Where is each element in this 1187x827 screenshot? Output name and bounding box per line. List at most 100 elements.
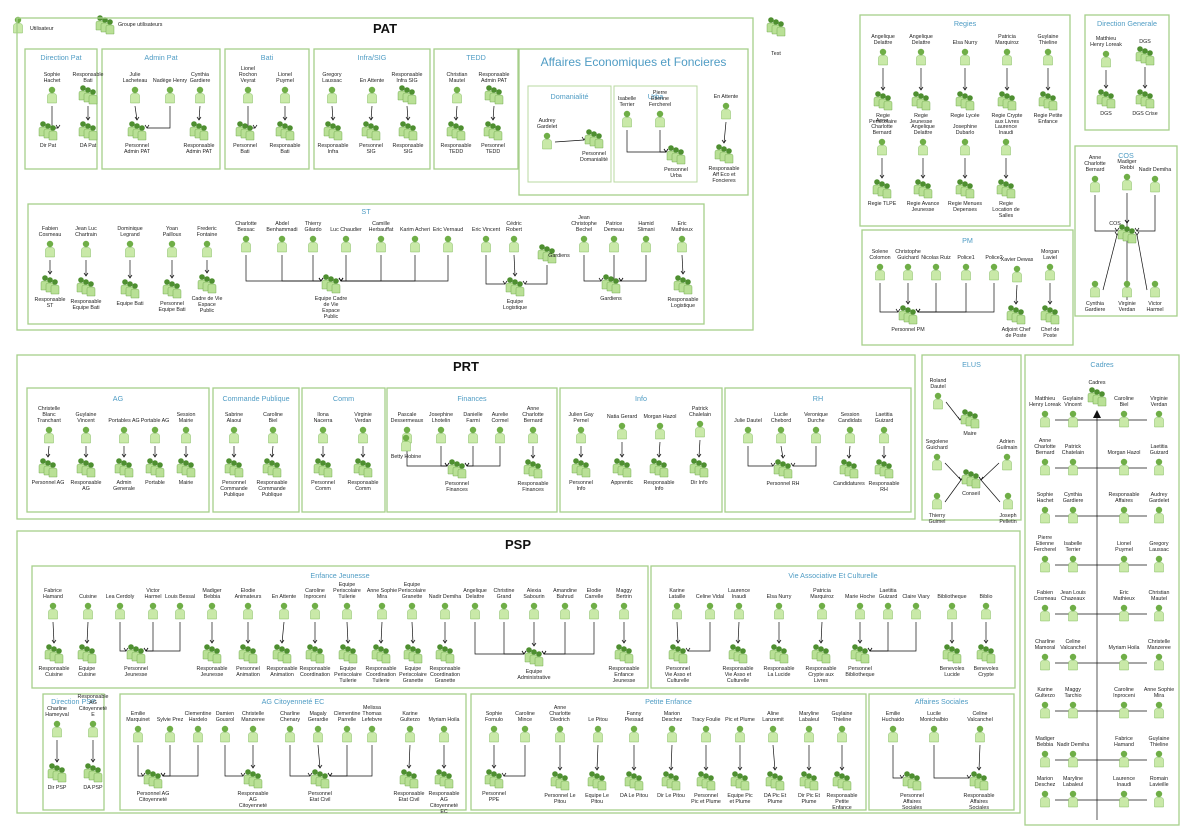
user-node-va_cv2[interactable]: Claire Viary <box>902 594 930 620</box>
group-node-pe_dalp[interactable]: DA Le Pitou <box>620 770 648 799</box>
group-node-el_c[interactable]: Conseil <box>961 468 981 497</box>
group-node-el_m[interactable]: Maire <box>960 408 980 437</box>
user-node-pm_p2[interactable]: Police2 <box>985 255 1003 281</box>
user-node-ea2[interactable]: En Attente <box>714 94 738 120</box>
group-node-dp_da[interactable]: DA PSP <box>83 762 103 791</box>
user-node-pe_pp[interactable]: Pic et Plume <box>725 717 755 743</box>
group-node-eqbati[interactable]: Equipe Bati <box>116 278 144 307</box>
user-node-ej_nd[interactable]: Nadir Demiha <box>429 594 461 620</box>
user-node-pe_lp[interactable]: Le Pitou <box>588 717 608 743</box>
group-node-r_rtp[interactable]: Regie TLPE <box>868 178 897 207</box>
user-node-ea[interactable]: En Attente <box>360 78 384 104</box>
group-node-r_rl[interactable]: Regie Lycée <box>950 90 980 119</box>
user-node-va_bib[interactable]: Bibliotheque <box>937 594 967 620</box>
user-node-va_cv[interactable]: Celine Vidal <box>696 594 724 620</box>
user-node-pm_nr[interactable]: Nicolas Ruiz <box>921 255 951 281</box>
group-node-gard[interactable]: Gardiens <box>537 243 570 264</box>
user-node-ej_cu[interactable]: Cuisine <box>79 594 97 620</box>
